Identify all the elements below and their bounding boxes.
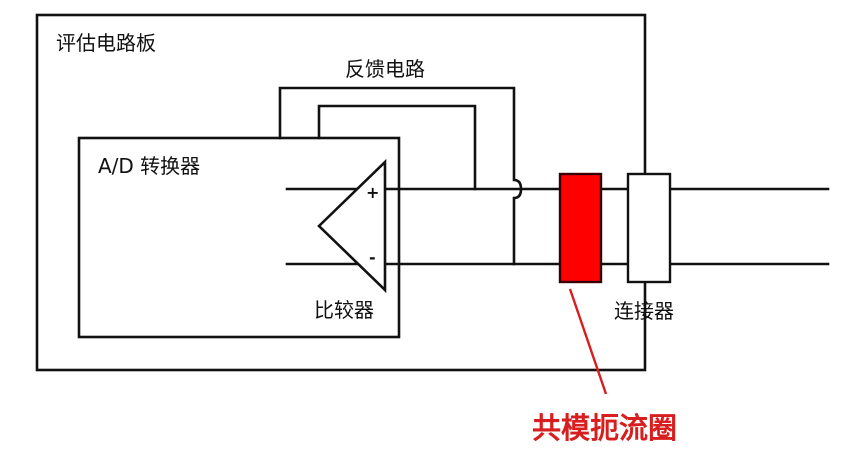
evaluation-board-label: 评估电路板 — [56, 31, 156, 55]
connector-label: 连接器 — [614, 299, 674, 323]
choke-callout-line — [568, 288, 608, 395]
comparator-symbol — [317, 158, 387, 294]
comparator-label: 比较器 — [314, 298, 374, 322]
feedback-circuit-label: 反馈电路 — [345, 57, 425, 81]
feedback-loop-outer — [278, 86, 523, 266]
adc-label: A/D 转换器 — [98, 154, 200, 178]
adc-block — [77, 136, 401, 339]
comparator-minus-sign: - — [369, 248, 376, 267]
feedback-loop-inner — [317, 104, 477, 191]
choke-callout-label: 共模扼流圈 — [532, 411, 677, 445]
common-mode-choke — [558, 172, 603, 284]
comparator-plus-sign: + — [366, 183, 379, 202]
connector-block — [626, 172, 672, 284]
